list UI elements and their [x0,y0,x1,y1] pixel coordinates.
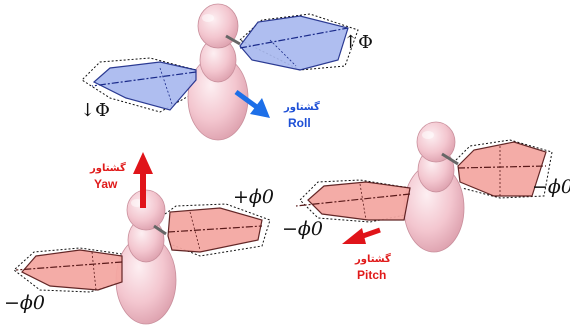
yaw-right-wing [168,208,262,252]
pitch-diagram [296,122,552,252]
yaw-angle-left-label: −ϕ0 [4,294,45,313]
pitch-angle-right-label: −ϕ0 [532,178,570,197]
roll-right-wing [240,16,348,70]
pitch-torque-english-label: Pitch [357,269,386,281]
yaw-body [116,190,176,324]
roll-angle-right-label: ↑Φ [343,34,373,52]
yaw-torque-persian-label: گشتاور [90,164,126,174]
pitch-torque-persian-label: گشتاور [355,255,391,265]
pitch-torque-arrow [342,228,380,244]
roll-torque-english-label: Roll [288,117,311,129]
pitch-body [404,122,464,252]
roll-body [188,4,248,140]
pitch-left-wing [308,182,410,220]
pitch-angle-left-label: −ϕ0 [282,220,323,239]
roll-torque-persian-label: گشتاور [284,103,320,113]
yaw-diagram [14,152,270,324]
roll-diagram [82,4,358,140]
yaw-left-wing [22,250,122,290]
yaw-torque-english-label: Yaw [94,178,117,190]
roll-angle-left-label: ↓Φ [80,102,110,120]
yaw-angle-right-label: +ϕ0 [233,188,274,207]
